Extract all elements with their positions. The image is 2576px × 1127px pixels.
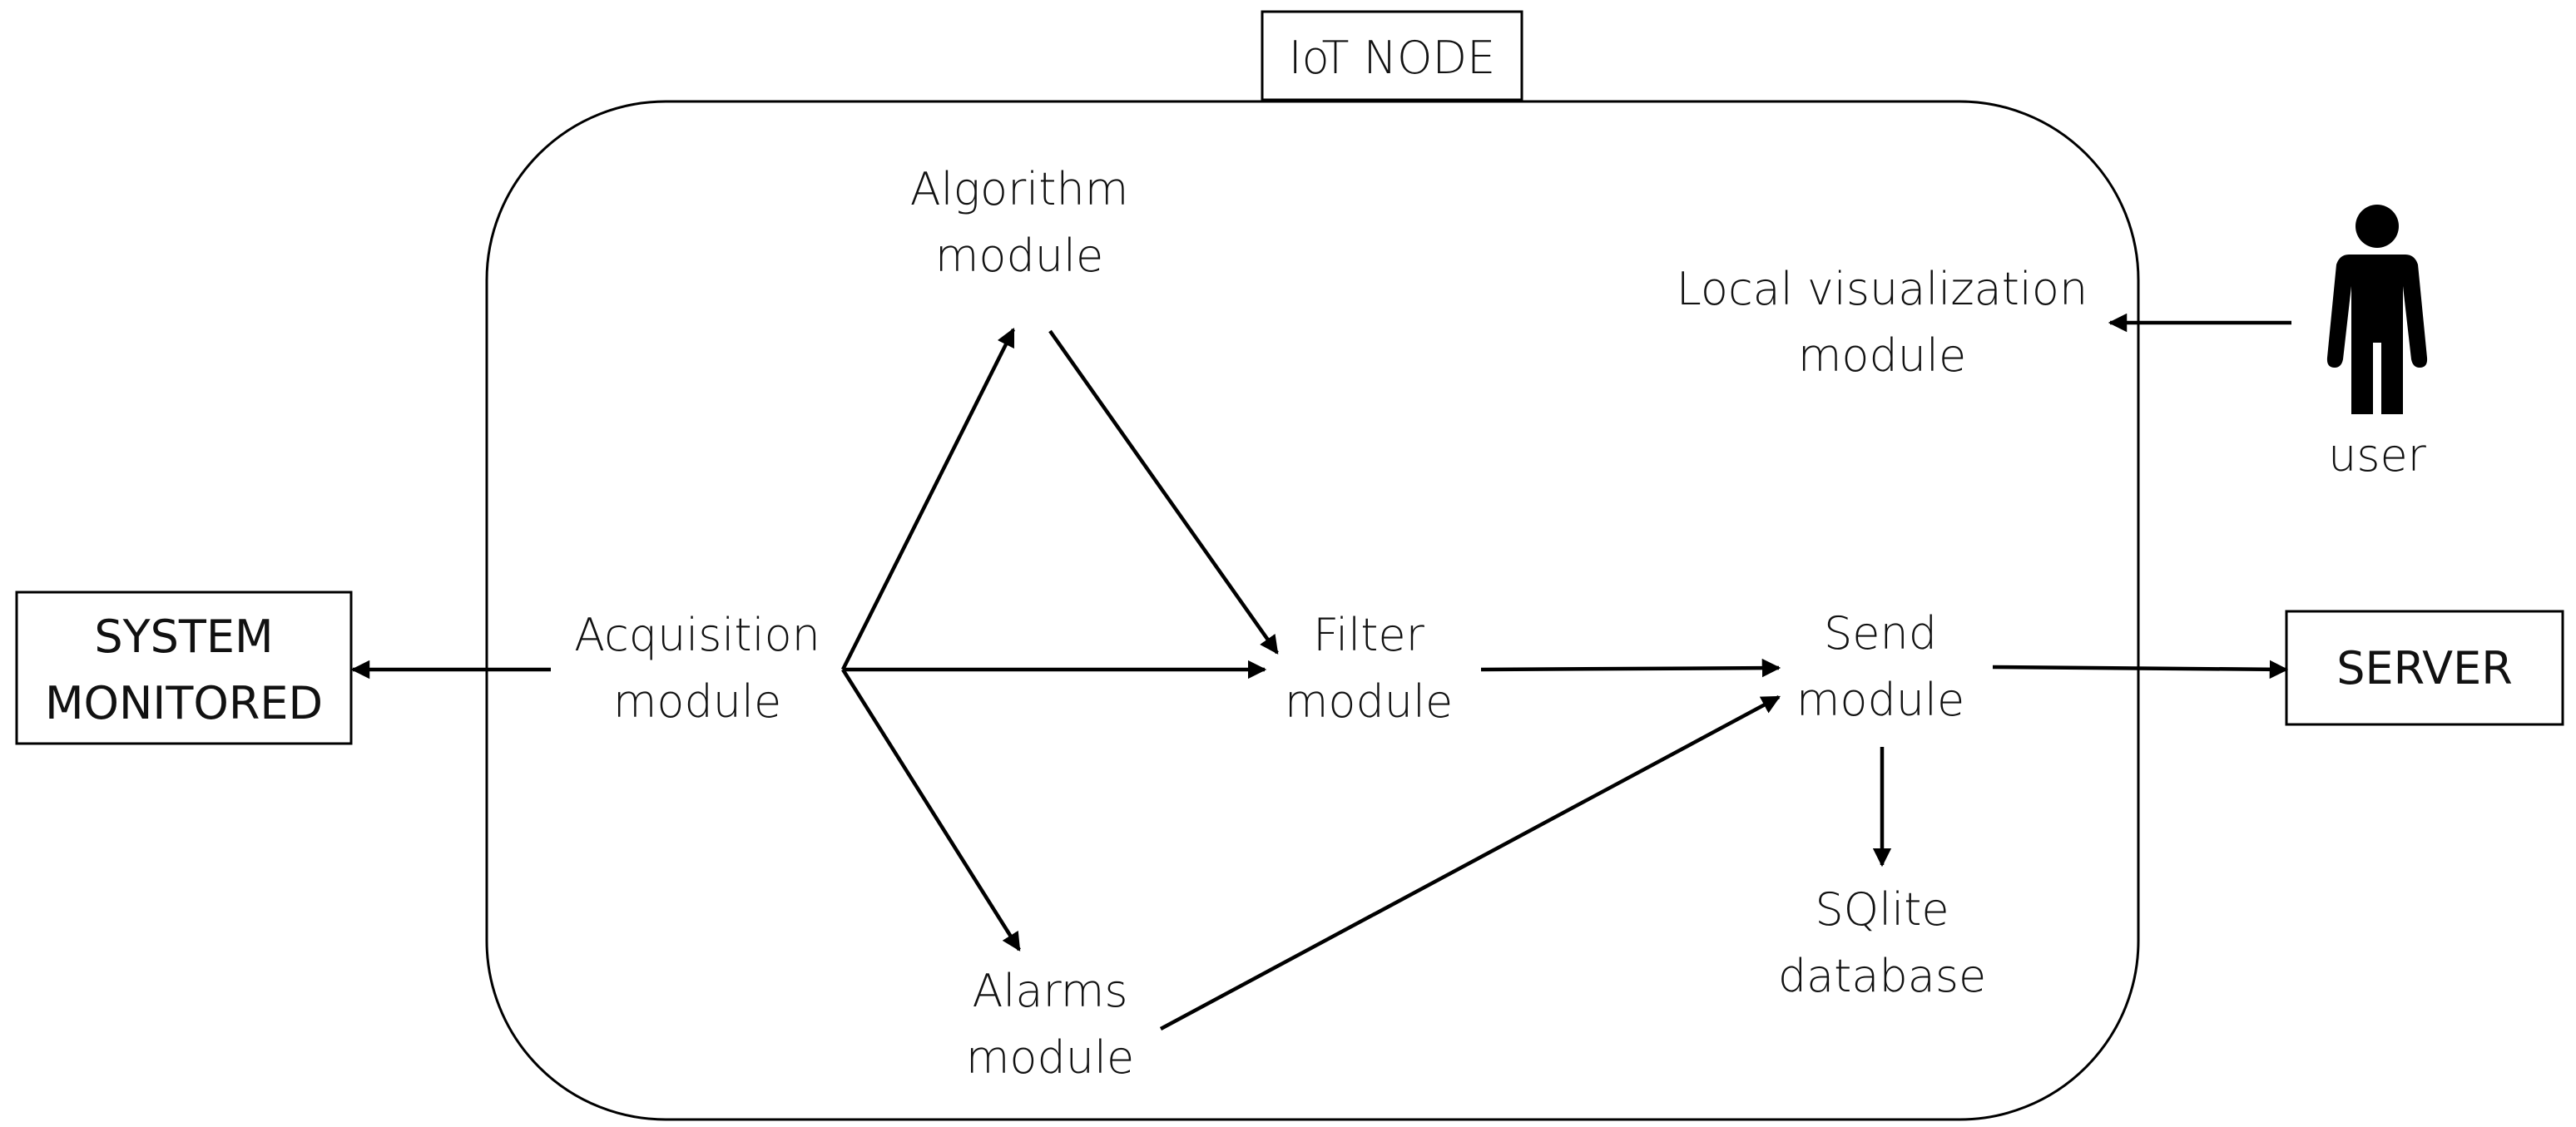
system-monitored-label-line2: MONITORED [45, 677, 323, 729]
local-visualization-module-label-line2: module [1798, 329, 1966, 382]
iot-node-container [485, 100, 2140, 1121]
system-monitored-box [15, 591, 353, 745]
send-module-label-line1: Send [1824, 607, 1937, 660]
arrow-alarms-to-send [1159, 695, 1781, 1031]
sqlite-database-label-line1: SQlite [1815, 883, 1949, 936]
acquisition-module-label-line2: module [613, 675, 781, 728]
algorithm-module-label-line1: Algorithm [910, 163, 1129, 215]
iot-node-title: IoT NODE [1289, 32, 1496, 84]
algorithm-module-label-line2: module [935, 230, 1103, 282]
iot-node-title-box [1261, 10, 1523, 101]
alarms-module-label-line1: Alarms [972, 965, 1127, 1017]
filter-module-label-line1: Filter [1313, 609, 1425, 661]
arrow-algorithm-to-filter [1048, 329, 1279, 655]
alarms-module-label-line2: module [966, 1031, 1134, 1084]
server-box [2285, 610, 2564, 726]
local-visualization-module-label-line1: Local visualization [1677, 263, 2088, 315]
arrow-acquisition-to-algorithm [840, 327, 1016, 671]
acquisition-module-label-line1: Acquisition [574, 609, 820, 661]
user-label: user [2328, 429, 2427, 482]
arrow-acquisition-to-alarms [841, 668, 1021, 952]
arrow-send-to-server [1992, 660, 2289, 680]
send-module-label-line2: module [1796, 674, 1964, 726]
server-label: SERVER [2336, 642, 2513, 694]
system-monitored-label-line1: SYSTEM [94, 610, 273, 663]
sqlite-database-label-line2: database [1778, 950, 1986, 1002]
filter-module-label-line2: module [1285, 675, 1453, 728]
user-icon [2326, 205, 2428, 414]
arrow-filter-to-send [1480, 658, 1781, 678]
